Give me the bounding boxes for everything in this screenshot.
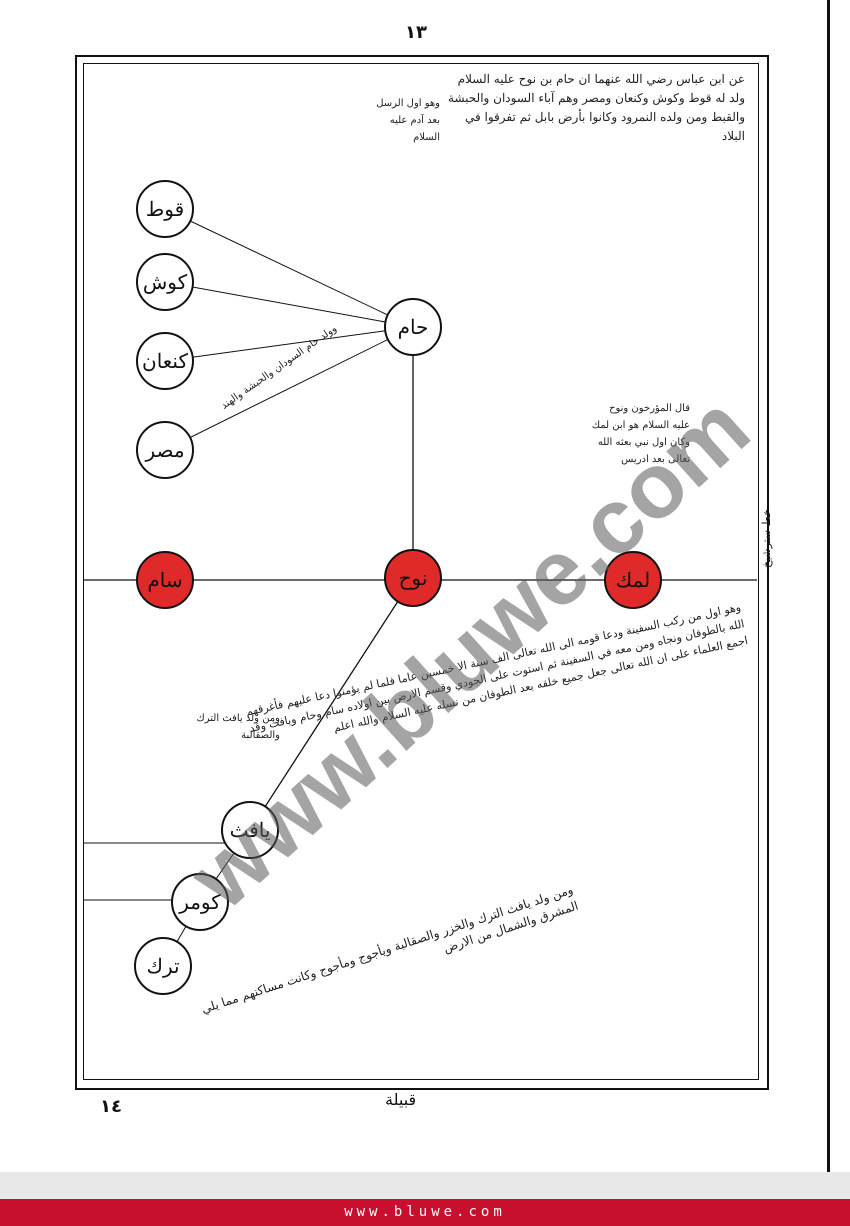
node-lamak: لمك bbox=[604, 551, 662, 609]
node-noah: نوح bbox=[384, 549, 442, 607]
node-misr: مصر bbox=[136, 421, 194, 479]
node-kanaan: كنعان bbox=[136, 332, 194, 390]
ham-to-kush-line bbox=[164, 281, 414, 328]
node-komar: كومر bbox=[171, 873, 229, 931]
right-margin-rule bbox=[827, 0, 830, 1172]
node-kush: كوش bbox=[136, 253, 194, 311]
margin-label: خط سترشیخ bbox=[760, 509, 773, 568]
page-frame-outer bbox=[75, 55, 769, 1090]
noah-to-yafith-line bbox=[249, 577, 414, 831]
node-ham: حام bbox=[384, 298, 442, 356]
node-sam: سام bbox=[136, 551, 194, 609]
footer-url[interactable]: www.bluwe.com bbox=[0, 1199, 850, 1226]
text-block-yafith-note: ومن ولد يافث الترك والصقالبة bbox=[196, 713, 281, 741]
text-block-top: عن ابن عباس رضي الله عنهما ان حام بن نوح… bbox=[448, 72, 745, 143]
node-qut: قوط bbox=[136, 180, 194, 238]
text-block-mid-right: قال المؤرخون ونوح عليه السلام هو ابن لمك… bbox=[591, 403, 690, 465]
node-turk: ترك bbox=[134, 937, 192, 995]
text-block-noah-note: وهو اول الرسل بعد آدم عليه السلام bbox=[376, 98, 440, 143]
ham-to-kanaan-line bbox=[164, 326, 414, 362]
page-number: ١٣ bbox=[405, 22, 427, 43]
ham-to-qut-line bbox=[164, 208, 414, 328]
node-yafith: يافث bbox=[221, 801, 279, 859]
catchword: قبيلة bbox=[385, 1090, 417, 1109]
bottom-page-number: ١٤ bbox=[100, 1096, 122, 1117]
ham-to-misr-line bbox=[164, 326, 414, 451]
page-frame-inner bbox=[83, 63, 759, 1080]
